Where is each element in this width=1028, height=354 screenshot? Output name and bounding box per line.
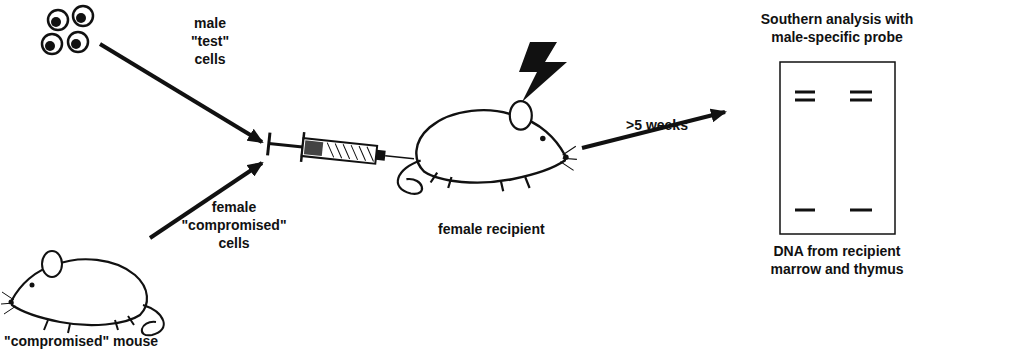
cell-nucleus <box>71 39 81 49</box>
syringe-rod <box>269 143 303 147</box>
blot-bands <box>795 92 872 210</box>
cell <box>48 10 68 30</box>
cell-nucleus <box>51 17 61 27</box>
cell-nucleus <box>76 13 86 23</box>
recipient-mouse-drawing <box>398 101 577 194</box>
irradiation-bolt <box>519 42 567 102</box>
edge-label: female "compromised" cells <box>178 198 290 252</box>
injection-arrow <box>100 44 262 142</box>
recipient-node: female recipient <box>262 38 582 243</box>
cell <box>68 32 88 52</box>
annotation-label: male "test" cells <box>182 14 238 68</box>
syringe-needle <box>385 156 414 159</box>
node-label: "compromised" mouse <box>4 332 174 350</box>
node-label: female recipient <box>438 220 573 238</box>
cell <box>42 34 62 54</box>
cell-nucleus <box>45 41 55 51</box>
syringe-barrel <box>302 138 377 164</box>
edge-label: >5 weeks <box>612 116 702 134</box>
syringe-hub <box>376 150 386 161</box>
syringe-plunger <box>304 140 323 156</box>
test-cells <box>42 6 93 54</box>
southern-node: Southern analysis with male-specific pro… <box>725 2 950 277</box>
node-label: Southern analysis with male-specific pro… <box>747 10 927 46</box>
node-label: DNA from recipient marrow and thymus <box>762 242 912 278</box>
syringe-hatching <box>326 143 375 162</box>
syringe <box>267 129 415 174</box>
blot-membrane <box>780 62 895 234</box>
mouse-drawing <box>1 251 164 335</box>
mouse-node: "compromised" mouse <box>0 238 175 352</box>
flow-arrow <box>582 112 725 148</box>
southern-blot <box>780 62 895 234</box>
cell <box>73 6 93 26</box>
